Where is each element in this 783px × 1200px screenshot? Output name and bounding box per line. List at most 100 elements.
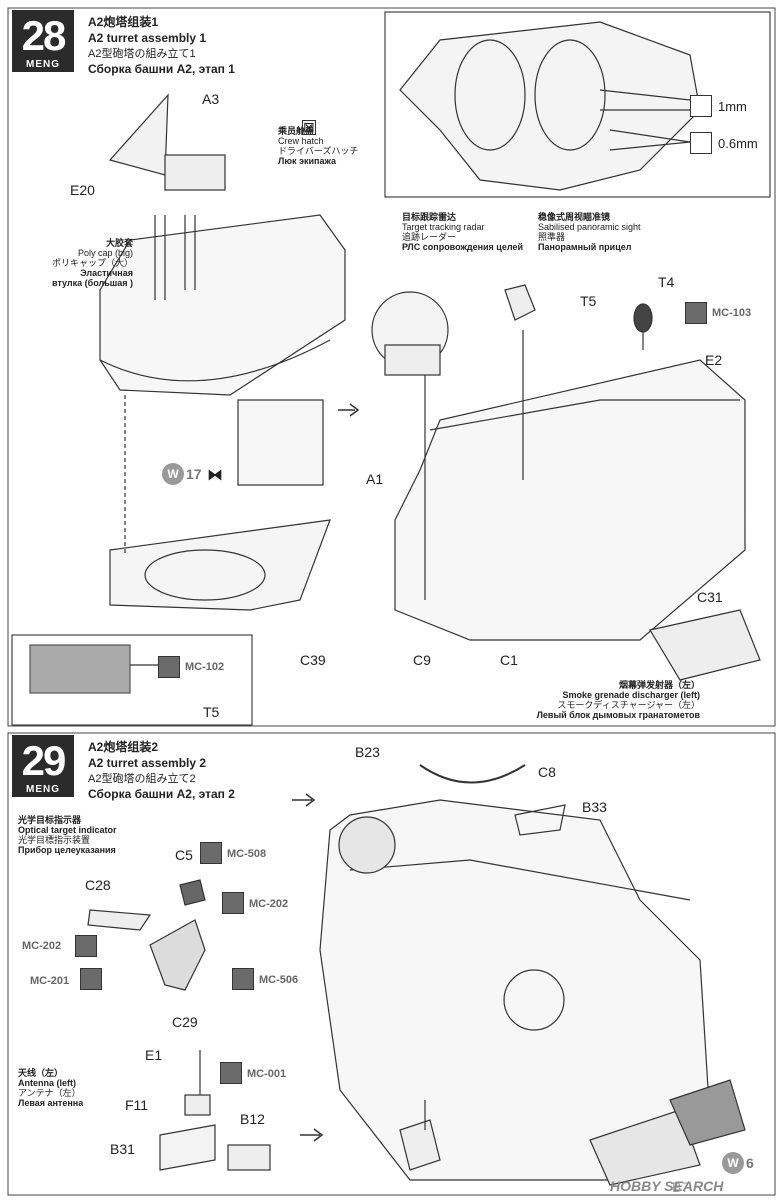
optical-ru: Прибор целеуказания [18,845,116,855]
optical-jp: 光学目標指示装置 [18,835,91,845]
step-title-en: A2 turret assembly 1 [88,31,207,45]
poly-cap-en: Poly cap (big) [77,248,133,258]
crew-hatch-cn: 乘员舱盖 [278,126,315,136]
thickness-1mm: 1mm [718,99,747,114]
paint-icon [685,302,707,324]
paint-icon [220,1062,242,1084]
part-label-c9: C9 [413,652,431,668]
sight-ru: Панорамный прицел [538,242,632,252]
thickness-0-6mm: 0.6mm [718,136,758,151]
swatch-label-t5: T5 [203,704,220,720]
decal-number: 6 [746,1155,754,1171]
antenna-jp: アンテナ（左） [18,1088,81,1098]
step-title-ru: Сборка башни A2, этап 2 [88,787,235,801]
part-label-b31: B31 [110,1141,135,1157]
sight-jp: 照準器 [538,232,566,242]
paint-icon [222,892,244,914]
antenna-ru: Левая антенна [18,1098,84,1108]
step-title-jp: A2型砲塔の組み立て2 [88,773,196,785]
step-badge-29: 29 MENG [12,735,74,797]
part-label-a3: A3 [202,91,220,107]
smoke-cn: 烟幕弹发射器（左） [618,680,700,690]
part-label-b23: B23 [355,744,380,760]
part-label-t4: T4 [658,274,675,290]
part-label-c39: C39 [300,652,326,668]
step-title-ru: Сборка башни A2, этап 1 [88,62,235,76]
paint-code-mc201: MC-201 [30,975,70,987]
crew-hatch-callout: 乘员舱盖 Crew hatch ドライバーズハッチ Люк экипажа [278,126,358,166]
paint-code-mc506: MC-506 [259,974,299,986]
water-decal-icon: W [162,463,184,485]
paint-icon [232,968,254,990]
step-title-cn: A2炮塔组装1 [88,15,159,29]
part-label-f11: F11 [125,1097,149,1113]
step-number: 29 [21,737,67,784]
part-label-c31: C31 [697,589,723,605]
crew-hatch-ru: Люк экипажа [278,156,336,166]
paint-icon [80,968,102,990]
part-label-c1: C1 [500,652,518,668]
smoke-jp: スモークディスチャージャー（左） [557,700,700,710]
paint-icon [158,656,180,678]
smoke-ru: Левый блок дымовых гранатометов [536,710,700,720]
paint-code-mc001: MC-001 [247,1068,287,1080]
part-label-b12: B12 [240,1111,265,1127]
part-label-b7: B7 [672,1179,690,1195]
antenna-en: Antenna (left) [18,1078,76,1088]
paint-icon [200,842,222,864]
water-decal-icon: W [722,1152,744,1174]
antenna-cn: 天线（左） [18,1068,64,1078]
optical-en: Optical target indicator [18,825,117,835]
optical-callout: 光学目标指示器 Optical target indicator 光学目標指示装… [18,815,117,855]
part-label-c5: C5 [175,847,193,863]
brand-logo: MENG [26,59,60,70]
watermark: HOBBY SEARCH [610,1178,724,1194]
radar-ru: РЛС сопровождения целей [402,242,523,252]
smoke-en: Smoke grenade discharger (left) [562,690,700,700]
crew-hatch-en: Crew hatch [278,136,324,146]
poly-cap-ru-1: Эластичная [80,268,133,278]
step-title-cn: A2炮塔组装2 [88,740,159,754]
thickness-icon [690,95,712,117]
radar-cn: 目标跟踪雷达 [402,212,457,222]
step-title-en: A2 turret assembly 2 [88,756,207,770]
optical-cn: 光学目标指示器 [18,815,82,825]
paint-code-t5: MC-102 [185,661,225,673]
thickness-icon [690,132,712,154]
step-number: 28 [21,12,67,59]
part-label-e20: E20 [70,182,95,198]
paint-code-mc202-a: MC-202 [249,898,289,910]
part-label-b33: B33 [582,799,607,815]
part-label-c28: C28 [85,877,111,893]
part-label-a1: A1 [366,471,384,487]
radar-en: Target tracking radar [402,222,485,232]
poly-cap-callout: 大胶套 Poly cap (big) ポリキャップ（大） Эластичная … [38,238,133,288]
sight-cn: 稳像式周视瞄准镜 [538,212,611,222]
antenna-callout: 天线（左） Antenna (left) アンテナ（左） Левая антен… [18,1068,83,1108]
bowtie-icon: ⧓ [207,467,223,484]
paint-code-t4: MC-103 [712,307,752,319]
step-title-jp: A2型砲塔の組み立て1 [88,48,196,60]
decal-number: 17 [186,466,202,482]
no-glue-icon: ⊠ [302,119,316,135]
step-badge-28: 28 MENG [12,10,74,72]
paint-code-mc202-b: MC-202 [22,940,62,952]
brand-logo: MENG [26,784,60,795]
part-label-t5: T5 [580,293,597,309]
sight-en: Sabilised panoramic sight [538,222,641,232]
crew-hatch-jp: ドライバーズハッチ [278,146,359,156]
radar-callout: 目标跟踪雷达 Target tracking radar 追跡レーダー РЛС … [402,212,523,252]
paint-icon [75,935,97,957]
sight-callout: 稳像式周视瞄准镜 Sabilised panoramic sight 照準器 П… [538,212,641,252]
smoke-callout: 烟幕弹发射器（左） Smoke grenade discharger (left… [460,680,700,720]
part-label-e2: E2 [705,352,723,368]
paint-code-c5: MC-508 [227,848,267,860]
part-label-c8: C8 [538,764,556,780]
radar-jp: 追跡レーダー [402,232,457,242]
poly-cap-cn: 大胶套 [105,238,133,248]
part-label-c29: C29 [172,1014,198,1030]
poly-cap-ru-2: втулка (большая ) [52,278,133,288]
part-label-e1: E1 [145,1047,163,1063]
poly-cap-jp: ポリキャップ（大） [51,258,133,268]
